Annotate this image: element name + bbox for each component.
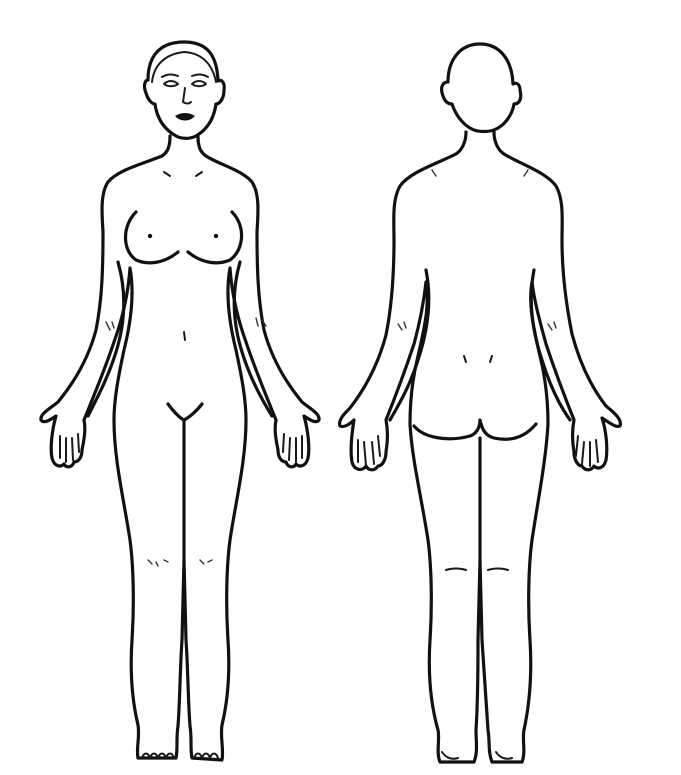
front-left-breast	[126, 212, 179, 263]
front-collarbones	[164, 172, 202, 176]
back-lower-dimples	[464, 356, 492, 362]
front-left-fingers	[60, 434, 79, 462]
back-shoulder-marks	[432, 170, 528, 176]
back-head	[442, 44, 521, 132]
front-mouth	[175, 113, 195, 121]
back-view-figure	[340, 44, 621, 762]
front-view-figure	[41, 42, 319, 760]
front-right-nipple	[214, 234, 218, 238]
front-knee-marks	[148, 560, 212, 566]
front-groin	[168, 404, 202, 420]
front-left-brow	[162, 75, 178, 77]
back-left-fingers	[358, 436, 380, 466]
front-left-eye	[164, 81, 178, 86]
front-navel	[184, 332, 185, 340]
back-knee-creases	[446, 569, 508, 571]
front-right-brow	[192, 75, 208, 77]
back-buttocks	[414, 420, 536, 439]
front-right-eye	[192, 81, 206, 86]
back-right-fingers	[576, 436, 598, 466]
front-right-fingers	[283, 434, 302, 462]
front-body-outline	[41, 136, 319, 760]
front-left-nipple	[148, 234, 152, 238]
front-nose	[183, 88, 191, 104]
